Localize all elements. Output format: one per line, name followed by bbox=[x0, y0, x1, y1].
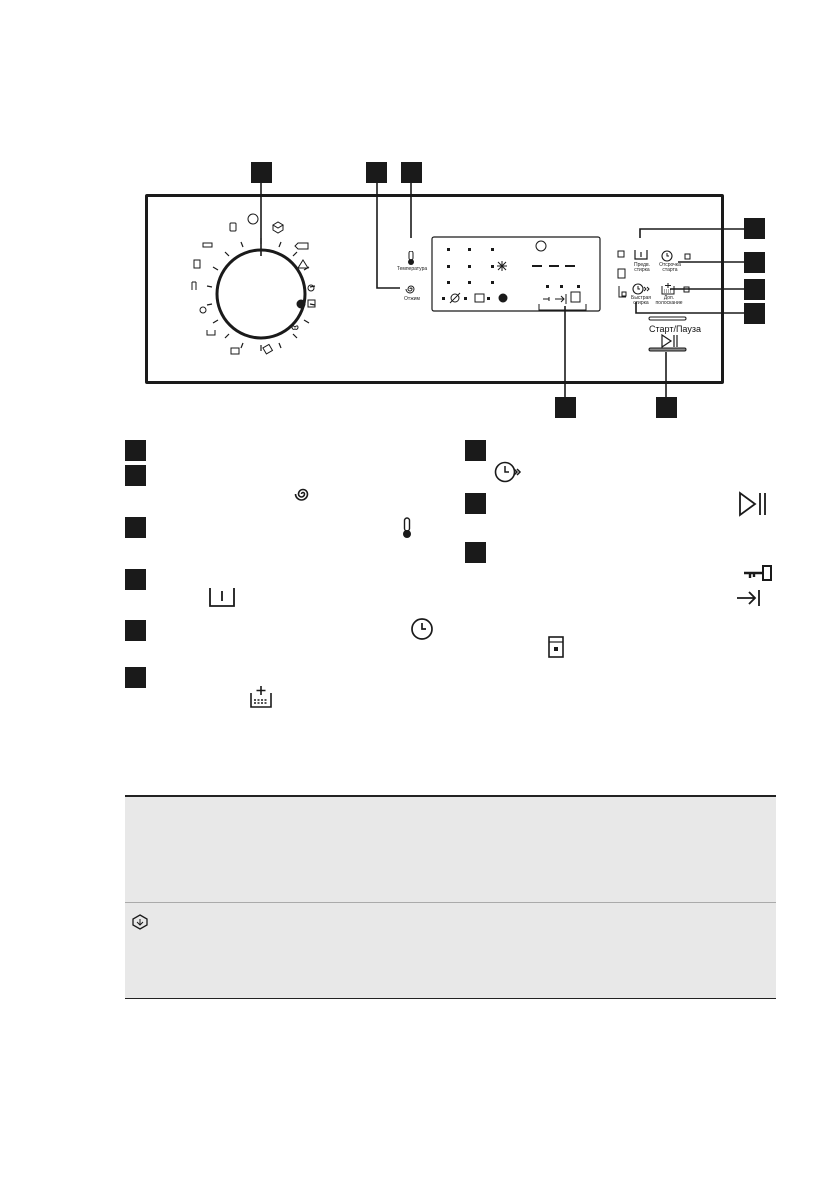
spin-label: Отжим bbox=[404, 296, 420, 302]
prewash-icon bbox=[209, 588, 235, 607]
time-save-icon[interactable] bbox=[632, 283, 650, 296]
spin-icon bbox=[294, 488, 309, 501]
door-lock-icon bbox=[548, 636, 564, 658]
control-panel bbox=[145, 194, 724, 384]
info-row-1 bbox=[125, 795, 776, 902]
callout-7 bbox=[744, 303, 765, 324]
prewash-indicator bbox=[617, 250, 626, 279]
rinse-label-1: Доп. bbox=[663, 295, 675, 301]
start-pause-bottom-bar bbox=[648, 347, 687, 352]
thermometer-icon bbox=[403, 517, 411, 538]
callout-8 bbox=[555, 397, 576, 418]
start-pause-icon bbox=[739, 491, 766, 517]
start-pause-label: Старт/Пауза bbox=[649, 324, 701, 334]
callout-9 bbox=[656, 397, 677, 418]
delay-indicator bbox=[684, 253, 691, 260]
start-pause-top-bar bbox=[648, 316, 687, 321]
quick-wash-indicator bbox=[618, 286, 627, 298]
legend-box-9 bbox=[465, 542, 486, 563]
quick-label-2: стирка bbox=[633, 300, 649, 306]
extra-rinse-icon bbox=[250, 686, 272, 708]
rinse-label-2: полоскание bbox=[655, 300, 683, 306]
delay-label-1: Отсрочка bbox=[659, 262, 681, 268]
legend-box-1 bbox=[125, 440, 146, 461]
legend-box-4 bbox=[125, 569, 146, 590]
legend-box-7 bbox=[465, 440, 486, 461]
legend-box-8 bbox=[465, 493, 486, 514]
prewash-icon[interactable] bbox=[634, 249, 648, 261]
legend-box-5 bbox=[125, 620, 146, 641]
start-pause-icon[interactable] bbox=[660, 334, 680, 348]
info-row-2 bbox=[125, 902, 776, 999]
callout-4 bbox=[744, 218, 765, 239]
delay-start-icon bbox=[411, 618, 433, 640]
callout-5 bbox=[744, 252, 765, 273]
program-dial[interactable] bbox=[185, 210, 335, 370]
rinse-indicator bbox=[683, 286, 690, 293]
legend-box-2 bbox=[125, 465, 146, 486]
key-lock-icon bbox=[744, 565, 772, 581]
time-save-icon bbox=[494, 461, 522, 483]
callout-1 bbox=[251, 162, 272, 183]
arrow-step-icon bbox=[737, 590, 760, 606]
thermometer-icon[interactable] bbox=[406, 251, 416, 265]
prewash-label-2: стирка bbox=[634, 267, 650, 273]
extra-rinse-icon[interactable] bbox=[660, 282, 676, 295]
delay-label-2: старта bbox=[662, 267, 678, 273]
legend-box-3 bbox=[125, 517, 146, 538]
callout-2 bbox=[366, 162, 387, 183]
callout-6 bbox=[744, 279, 765, 300]
temperature-label: Температура bbox=[396, 266, 428, 272]
callout-3 bbox=[401, 162, 422, 183]
prewash-label-1: Предв. bbox=[633, 262, 650, 268]
delay-start-icon[interactable] bbox=[661, 250, 675, 263]
eco-leaf-icon bbox=[132, 914, 148, 930]
quick-label-1: Быстрая bbox=[631, 295, 651, 301]
legend-box-6 bbox=[125, 667, 146, 688]
info-table bbox=[125, 795, 776, 999]
display-panel bbox=[431, 236, 601, 312]
spin-icon[interactable] bbox=[405, 283, 417, 295]
